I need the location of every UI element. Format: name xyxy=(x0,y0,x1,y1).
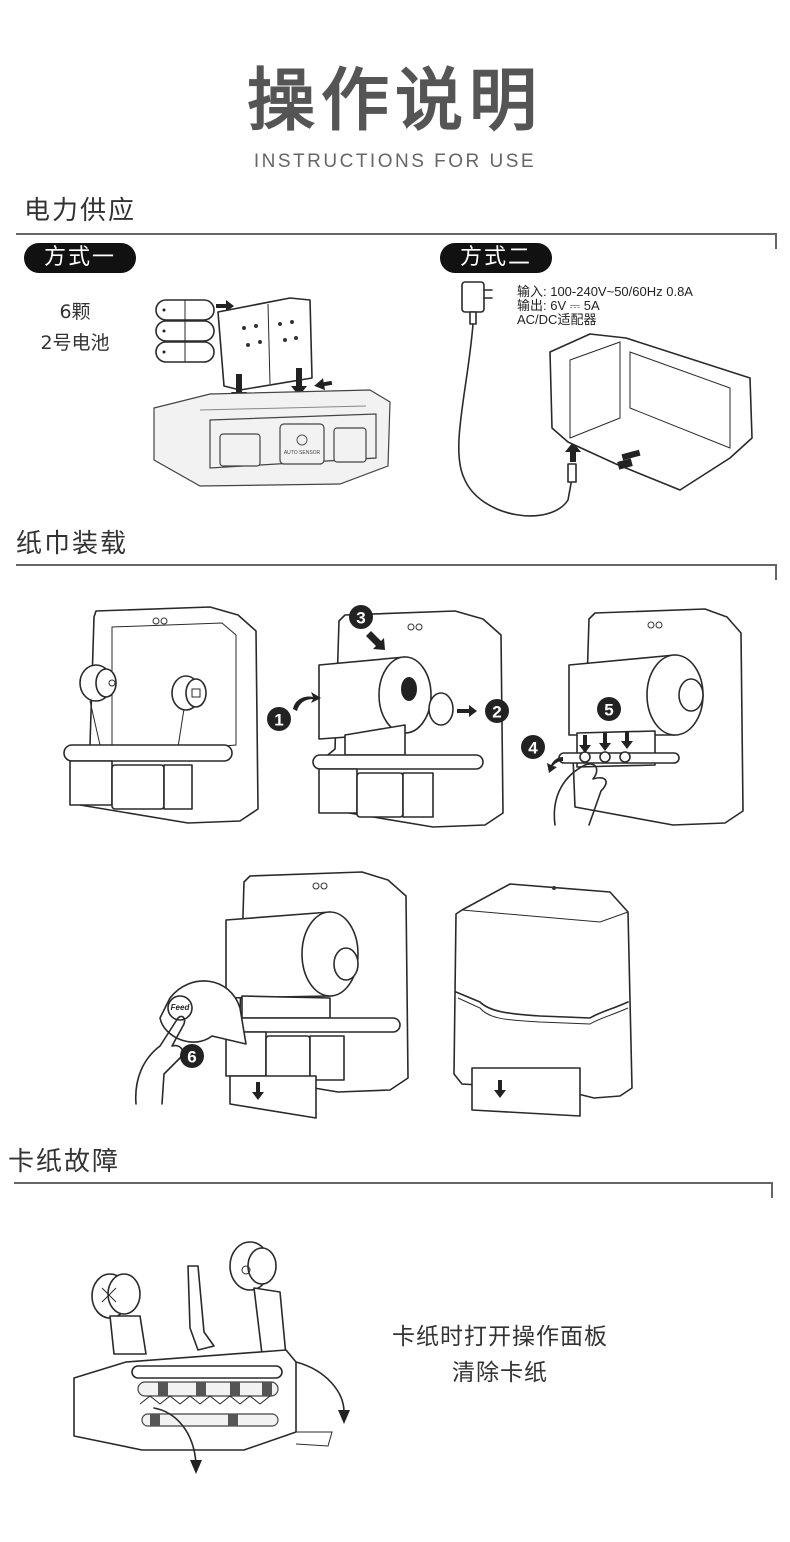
svg-text:6: 6 xyxy=(187,1048,196,1067)
step-badge-2: 2 xyxy=(485,699,509,723)
svg-text:2: 2 xyxy=(492,703,501,722)
open-panel-illustration xyxy=(73,1241,350,1474)
battery-box xyxy=(217,297,313,391)
feed-paper-illustration: 4 5 xyxy=(521,608,744,826)
hand-icon xyxy=(553,763,607,826)
insert-roll-illustration: 1 2 3 xyxy=(267,605,509,828)
batteries-icon xyxy=(155,299,215,363)
arrow-down-icon xyxy=(252,1082,264,1100)
svg-text:1: 1 xyxy=(274,711,283,730)
arrow-right-icon xyxy=(314,378,333,391)
open-panel-arrow xyxy=(153,1407,197,1465)
method-one-badge: 方式一 xyxy=(24,243,136,273)
arrow-down-icon xyxy=(579,735,591,753)
arrow-down-icon xyxy=(494,1080,506,1098)
adapter-input-spec: 输入: 100-240V~50/60Hz 0.8A xyxy=(517,284,693,299)
feed-button-label: Feed xyxy=(171,1003,191,1012)
battery-install-illustration: AUTO SENSOR xyxy=(153,297,391,487)
power-cable xyxy=(458,323,573,517)
step-badge-6: 6 xyxy=(180,1044,204,1068)
adapter-type: AC/DC适配器 xyxy=(517,312,597,327)
section-title-power: 电力供应 xyxy=(24,196,137,226)
step-badge-1: 1 xyxy=(267,707,291,731)
svg-text:4: 4 xyxy=(528,739,538,758)
auto-sensor-label: AUTO SENSOR xyxy=(284,450,321,456)
adapter-output-spec: 输出: 6V ⎓ 5A xyxy=(517,298,600,313)
section-title-loading: 纸巾装载 xyxy=(16,529,129,559)
svg-text:5: 5 xyxy=(604,701,613,720)
dispensed-paper xyxy=(229,1075,317,1119)
paper-guide xyxy=(187,1265,215,1351)
press-feed-illustration: Feed 6 xyxy=(134,871,409,1119)
arrow-right-icon xyxy=(457,705,477,717)
jam-instruction-line1: 卡纸时打开操作面板 xyxy=(392,1324,608,1350)
method-two-badge: 方式二 xyxy=(440,243,552,273)
feed-button xyxy=(167,995,193,1021)
section-title-jam: 卡纸故障 xyxy=(8,1147,121,1177)
arrow-down-icon xyxy=(621,731,633,749)
svg-text:3: 3 xyxy=(356,609,365,628)
empty-dispenser-illustration xyxy=(63,606,259,824)
section-divider-tick xyxy=(775,564,777,580)
curved-arrow-icon xyxy=(293,692,321,711)
power-adapter-icon xyxy=(461,281,493,325)
arrow-down-icon xyxy=(291,368,307,396)
section-divider xyxy=(16,233,776,235)
arrow-down-right-icon xyxy=(366,631,385,650)
arrow-down-icon xyxy=(599,733,611,751)
jam-instruction-line2: 清除卡纸 xyxy=(452,1360,548,1386)
dispensed-paper xyxy=(471,1067,581,1117)
dispenser-bottom-view xyxy=(549,333,753,491)
curved-arrow-icon xyxy=(547,757,563,773)
arrow-down-icon xyxy=(190,1460,202,1474)
section-divider xyxy=(16,564,776,566)
arrow-down-icon xyxy=(338,1410,350,1424)
step-badge-4: 4 xyxy=(521,735,545,759)
section-divider xyxy=(14,1182,772,1184)
step-badge-5: 5 xyxy=(597,697,621,721)
open-door-arrow xyxy=(295,1361,345,1413)
battery-count: 6颗 xyxy=(59,301,91,323)
closed-dispenser-illustration xyxy=(453,883,633,1117)
auto-sensor-panel xyxy=(279,423,325,465)
battery-type: 2号电池 xyxy=(40,332,110,354)
page-subtitle: INSTRUCTIONS FOR USE xyxy=(253,151,537,172)
section-divider-tick xyxy=(775,233,777,249)
page-title: 操作说明 xyxy=(246,62,543,141)
section-divider-tick xyxy=(771,1182,773,1198)
dc-plug xyxy=(567,463,577,483)
adapter-illustration xyxy=(458,281,753,517)
step-badge-3: 3 xyxy=(349,605,373,629)
